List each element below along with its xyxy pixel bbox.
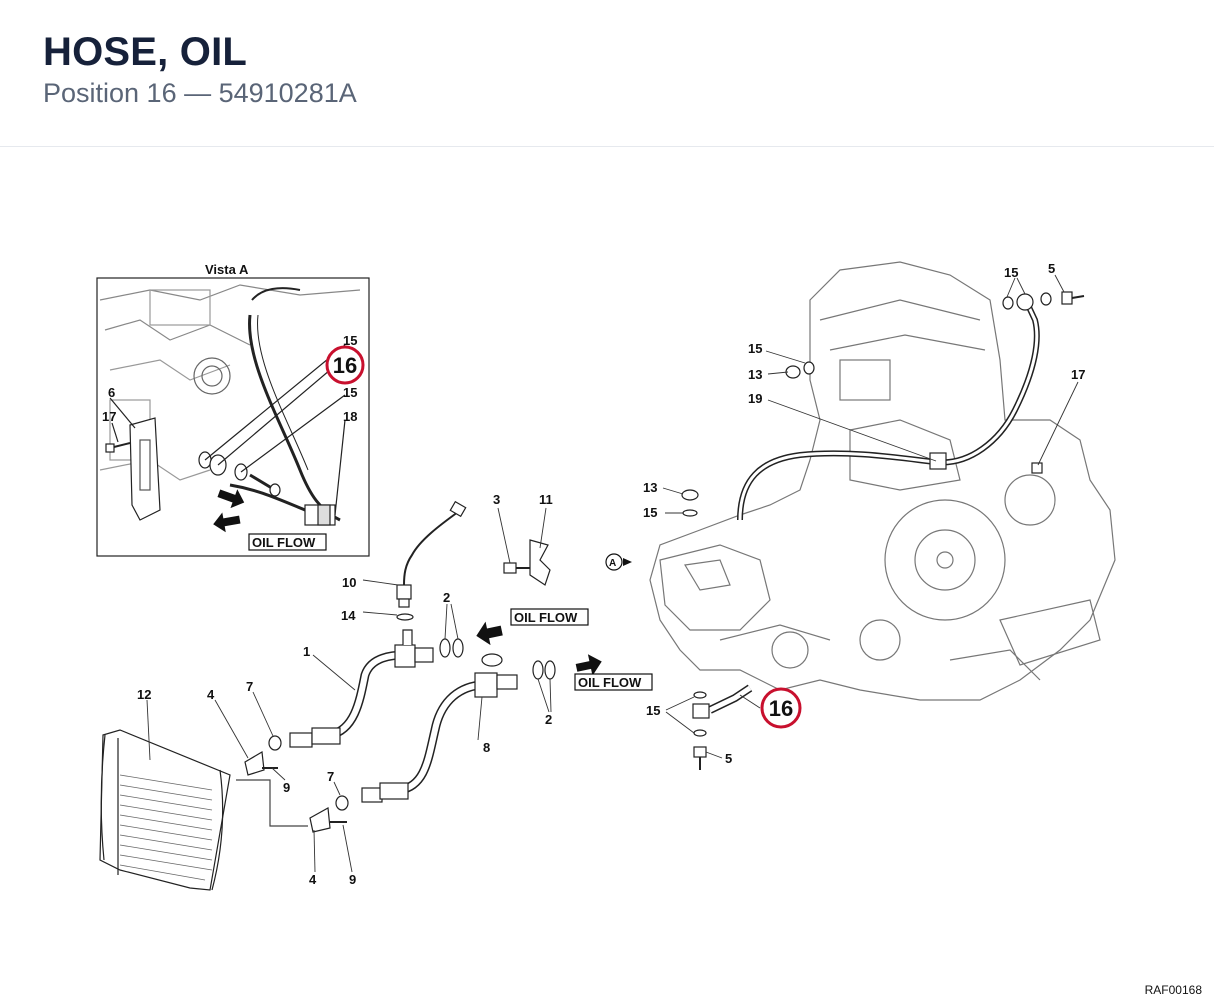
hose-16 bbox=[692, 684, 753, 770]
callout-5: 5 bbox=[725, 751, 732, 766]
view-marker-label: A bbox=[609, 558, 616, 569]
highlight-callout-main-label: 16 bbox=[769, 696, 793, 721]
callout-1: 1 bbox=[303, 644, 310, 659]
callout-3: 3 bbox=[493, 492, 500, 507]
drawing-reference: RAF00168 bbox=[1144, 983, 1202, 997]
callout-2: 2 bbox=[443, 590, 450, 605]
callout-7: 7 bbox=[327, 769, 334, 784]
callout-9: 9 bbox=[283, 780, 290, 795]
hose-8 bbox=[361, 653, 518, 803]
exploded-parts-diagram: Vista A OIL FLOW OIL FLOW OIL FLOW A 16 … bbox=[96, 261, 1116, 891]
page-header: HOSE, OIL Position 16 — 54910281A bbox=[0, 0, 1214, 147]
highlight-callout-inset-label: 16 bbox=[333, 353, 357, 378]
callout-11: 11 bbox=[539, 492, 553, 507]
callout-5: 5 bbox=[1048, 261, 1055, 276]
callout-4: 4 bbox=[309, 872, 317, 887]
callout-15: 15 bbox=[643, 505, 657, 520]
callout-10: 10 bbox=[342, 575, 356, 590]
oil-cooler bbox=[99, 729, 231, 891]
callout-17: 17 bbox=[102, 409, 116, 424]
callout-6: 6 bbox=[108, 385, 115, 400]
engine-block bbox=[649, 261, 1116, 701]
oil-flow-label-upper: OIL FLOW bbox=[514, 610, 578, 625]
page-title: HOSE, OIL bbox=[43, 30, 248, 74]
callout-4: 4 bbox=[207, 687, 215, 702]
page-subtitle: Position 16 — 54910281A bbox=[43, 78, 357, 108]
callout-15: 15 bbox=[1004, 265, 1018, 280]
callout-17: 17 bbox=[1071, 367, 1085, 382]
highlight-callout-main bbox=[760, 687, 802, 729]
callout-15: 15 bbox=[343, 385, 357, 400]
callout-19: 19 bbox=[748, 391, 762, 406]
callout-13: 13 bbox=[748, 367, 762, 382]
inset-view-a bbox=[96, 277, 370, 557]
callout-15: 15 bbox=[343, 333, 357, 348]
callout-15: 15 bbox=[748, 341, 762, 356]
sensor-10 bbox=[396, 500, 467, 621]
callout-13: 13 bbox=[643, 480, 657, 495]
callout-2: 2 bbox=[545, 712, 552, 727]
hose-1 bbox=[289, 629, 434, 748]
callout-18: 18 bbox=[343, 409, 357, 424]
highlight-callout-inset bbox=[325, 345, 365, 385]
leader-lines bbox=[146, 274, 1079, 873]
callout-14: 14 bbox=[341, 608, 356, 623]
callout-8: 8 bbox=[483, 740, 490, 755]
oil-flow-label-inset: OIL FLOW bbox=[252, 535, 316, 550]
callout-9: 9 bbox=[349, 872, 356, 887]
callout-7: 7 bbox=[246, 679, 253, 694]
callout-12: 12 bbox=[137, 687, 151, 702]
oil-flow-label-lower: OIL FLOW bbox=[578, 675, 642, 690]
inset-title: Vista A bbox=[205, 262, 249, 277]
hose-19 bbox=[737, 303, 1040, 521]
callout-15: 15 bbox=[646, 703, 660, 718]
clamp-hardware bbox=[236, 735, 349, 833]
